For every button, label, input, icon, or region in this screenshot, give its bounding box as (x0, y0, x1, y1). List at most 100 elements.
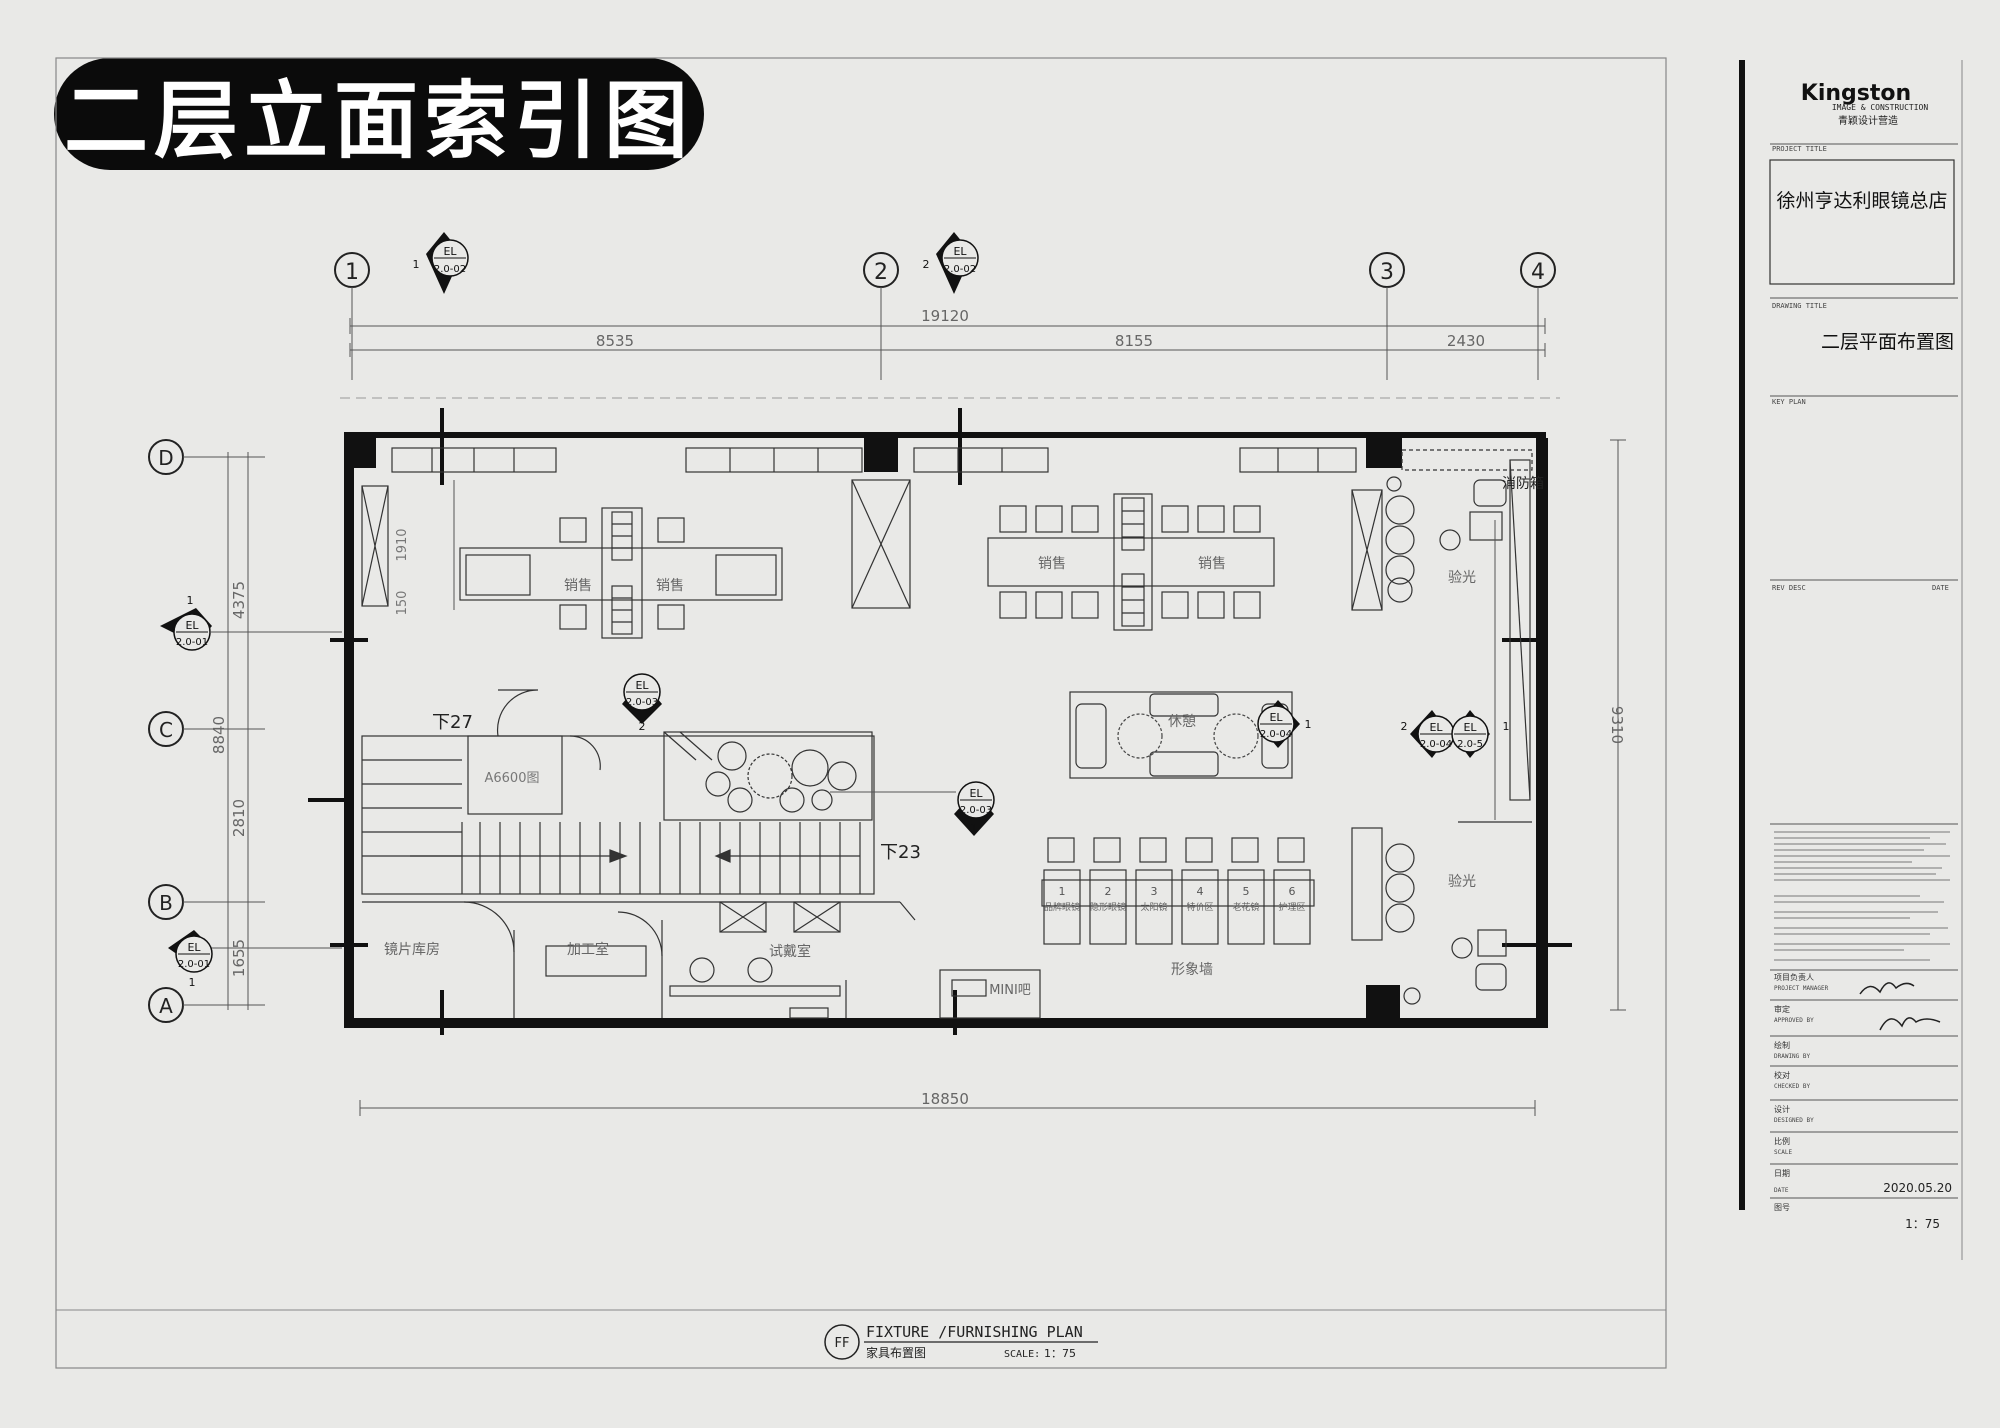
wall-display-cabinets (391, 447, 1357, 473)
grid-col-2: 2 (863, 252, 899, 380)
svg-text:2.0-03: 2.0-03 (626, 697, 658, 708)
grid-col-4: 4 (1520, 252, 1556, 380)
display-case-cell-5: 5 老花镜 (1232, 885, 1259, 913)
optometry-room-top (1385, 476, 1507, 820)
svg-text:老花镜: 老花镜 (1232, 901, 1259, 913)
center-column-cabinet (851, 479, 911, 609)
left-dimension-lines (221, 452, 255, 1010)
svg-text:PROJECT MANAGER: PROJECT MANAGER (1774, 985, 1829, 992)
svg-text:4: 4 (1531, 260, 1545, 285)
display-case-cell-3: 3 太阳镜 (1140, 885, 1167, 913)
svg-text:品牌眼镜: 品牌眼镜 (1044, 901, 1080, 913)
planter-box (663, 731, 873, 821)
banner-title-pill: 二层立面索引图 (54, 58, 704, 170)
display-case-cell-1: 1 品牌眼镜 (1044, 885, 1080, 913)
signature-manager (1859, 982, 1915, 995)
dim-left-seg-3: 1655 (230, 939, 248, 977)
room-sale-4: 销售 (1198, 556, 1226, 572)
right-column-cabinet-lower (1351, 827, 1383, 941)
room-stair-down-2: 下23 (880, 842, 921, 863)
room-sale-2: 销售 (656, 578, 684, 594)
svg-text:项目负责人: 项目负责人 (1774, 972, 1814, 982)
elevation-tag-top-2: EL 2.0-02 2 (923, 232, 979, 294)
svg-text:FIXTURE /FURNISHING PLAN: FIXTURE /FURNISHING PLAN (866, 1323, 1083, 1341)
svg-text:APPROVED BY: APPROVED BY (1774, 1017, 1814, 1024)
svg-text:5: 5 (1243, 885, 1250, 898)
svg-text:1: 1 (1503, 720, 1510, 733)
room-check-1: 验光 (1448, 570, 1476, 586)
elevation-tag-lounge: EL 2.0-04 1 (1257, 700, 1312, 748)
svg-text:1: 1 (971, 822, 978, 835)
display-cases-bottom (1041, 837, 1315, 945)
svg-text:2.0-02: 2.0-02 (434, 264, 466, 275)
dim-bottom: 18850 (921, 1090, 969, 1108)
svg-text:家具布置图: 家具布置图 (866, 1345, 926, 1360)
svg-text:2: 2 (923, 258, 930, 271)
back-of-house-rooms (362, 901, 1041, 1019)
dim-inner-2: 150 (395, 591, 410, 616)
svg-text:EL: EL (185, 619, 199, 632)
svg-text:DATE: DATE (1774, 1187, 1789, 1194)
room-fitting: 试戴室 (769, 943, 811, 960)
svg-text:EL: EL (1429, 721, 1443, 734)
dim-top-seg-3: 2430 (1447, 332, 1485, 350)
drawing-name: 二层平面布置图 (1821, 331, 1954, 353)
section-cut-markers (308, 408, 1572, 1035)
svg-text:B: B (159, 891, 173, 915)
project-name: 徐州亨达利眼镜总店 (1776, 190, 1947, 212)
svg-text:EL: EL (635, 679, 649, 692)
svg-text:EL: EL (953, 245, 967, 258)
svg-text:图号: 图号 (1774, 1203, 1790, 1212)
room-lounge: 休憩 (1168, 713, 1196, 730)
signature-approved (1879, 1017, 1941, 1031)
svg-text:比例: 比例 (1774, 1136, 1790, 1146)
right-dimension (1610, 439, 1626, 1011)
sales-counter-right (987, 493, 1275, 631)
svg-text:1: 1 (413, 258, 420, 271)
svg-text:3: 3 (1380, 260, 1394, 285)
svg-text:设计: 设计 (1774, 1104, 1790, 1114)
elevation-tag-left-1: EL 2.0-01 1 (160, 594, 342, 651)
svg-text:SCALE: SCALE (1774, 1149, 1792, 1156)
svg-text:3: 3 (1151, 885, 1158, 898)
room-a6600: A6600图 (485, 771, 540, 786)
grid-col-1: 1 (334, 252, 370, 380)
room-process: 加工室 (567, 941, 609, 958)
svg-text:C: C (159, 718, 173, 742)
elevation-tag-planter: EL 2.0-03 1 (830, 781, 995, 836)
left-wall-cabinet (361, 485, 389, 607)
svg-text:4: 4 (1197, 885, 1204, 898)
room-sale-3: 销售 (1038, 556, 1066, 572)
svg-text:EL: EL (443, 245, 457, 258)
svg-text:绘制: 绘制 (1774, 1040, 1790, 1050)
logo-sub: IMAGE & CONSTRUCTION (1832, 103, 1929, 112)
display-case-cell-6: 6 护理区 (1278, 885, 1305, 913)
svg-text:6: 6 (1289, 885, 1296, 898)
dim-top-total: 19120 (921, 307, 969, 325)
room-fire-box: 消防箱 (1502, 476, 1544, 492)
svg-text:2: 2 (639, 720, 646, 733)
svg-text:REV DESC: REV DESC (1772, 584, 1806, 592)
svg-text:EL: EL (1269, 711, 1283, 724)
dim-left-seg-2: 2810 (230, 799, 248, 837)
svg-text:A: A (159, 994, 173, 1018)
dim-left-total: 8840 (210, 716, 228, 754)
svg-text:审定: 审定 (1774, 1004, 1790, 1014)
bottom-dimension (359, 1100, 1536, 1116)
svg-text:1：75: 1：75 (1044, 1347, 1076, 1360)
svg-text:DESIGNED BY: DESIGNED BY (1774, 1117, 1814, 1124)
dim-inner-1: 1910 (395, 528, 410, 561)
title-block-scale: 1：75 (1905, 1217, 1940, 1231)
top-dimension-segments (349, 343, 1546, 357)
title-block: Kingston IMAGE & CONSTRUCTION 青颖设计营造 PRO… (1769, 81, 1958, 1231)
lounge-area (1069, 691, 1293, 779)
svg-text:SCALE:: SCALE: (1004, 1349, 1040, 1360)
sales-counter-left (459, 507, 783, 639)
room-stair-down-1: 下27 (432, 712, 473, 733)
stair-area (361, 689, 875, 895)
svg-text:隐形眼镜: 隐形眼镜 (1090, 901, 1126, 913)
svg-text:EL: EL (187, 941, 201, 954)
svg-text:2.0-02: 2.0-02 (944, 264, 976, 275)
svg-text:特价区: 特价区 (1186, 901, 1213, 913)
dim-top-seg-1: 8535 (596, 332, 634, 350)
